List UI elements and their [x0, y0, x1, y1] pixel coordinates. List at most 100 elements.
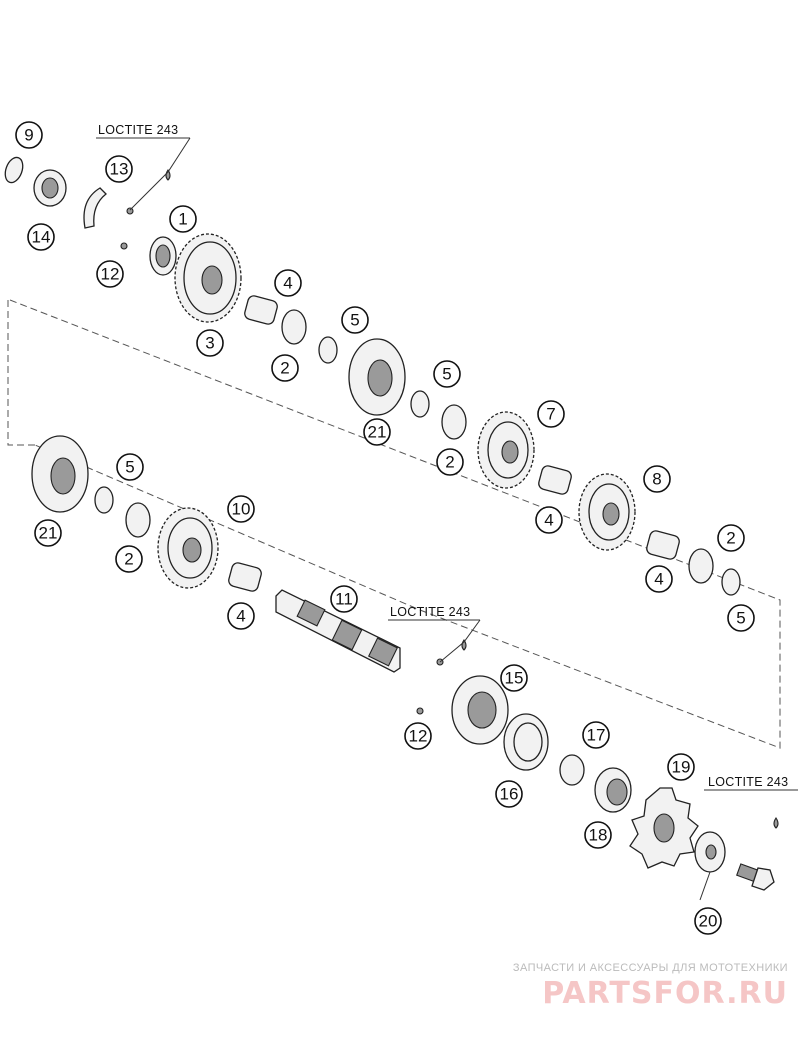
- callout-18[interactable]: 18: [584, 821, 612, 849]
- part-5-circlip-b[interactable]: [410, 390, 430, 418]
- loctite-label: LOCTITE 243: [708, 775, 788, 789]
- callout-12[interactable]: 12: [404, 722, 432, 750]
- part-5-circlip-c[interactable]: [721, 568, 741, 596]
- part-2-washer-d[interactable]: [125, 502, 151, 538]
- callout-11[interactable]: 11: [330, 585, 358, 613]
- part-19-sprocket[interactable]: [629, 787, 699, 869]
- callout-20[interactable]: 20: [694, 907, 722, 935]
- part-bracket[interactable]: [83, 187, 107, 229]
- loctite-label: LOCTITE 243: [98, 123, 178, 137]
- callout-4[interactable]: 4: [274, 269, 302, 297]
- callout-16[interactable]: 16: [495, 780, 523, 808]
- svg-text:5: 5: [350, 311, 359, 330]
- callout-19[interactable]: 19: [667, 753, 695, 781]
- callout-5[interactable]: 5: [433, 360, 461, 388]
- callout-21[interactable]: 21: [363, 418, 391, 446]
- part-14-bearing[interactable]: [33, 169, 67, 207]
- svg-text:21: 21: [39, 524, 58, 543]
- part-1-thrust-washer[interactable]: [149, 236, 177, 276]
- part-20-bolt[interactable]: [736, 863, 775, 891]
- callout-2[interactable]: 2: [436, 448, 464, 476]
- svg-text:5: 5: [442, 365, 451, 384]
- part-8-gear[interactable]: [578, 473, 636, 551]
- svg-text:4: 4: [654, 570, 663, 589]
- callout-4[interactable]: 4: [227, 602, 255, 630]
- callout-12[interactable]: 12: [96, 260, 124, 288]
- callout-9[interactable]: 9: [15, 121, 43, 149]
- svg-text:15: 15: [505, 669, 524, 688]
- part-2-washer-b[interactable]: [441, 404, 467, 440]
- svg-text:1: 1: [178, 210, 187, 229]
- callout-3[interactable]: 3: [196, 329, 224, 357]
- svg-text:9: 9: [24, 126, 33, 145]
- part-17-o-ring[interactable]: [559, 754, 585, 786]
- callout-13[interactable]: 13: [105, 155, 133, 183]
- part-2-washer-c[interactable]: [688, 548, 714, 584]
- svg-text:20: 20: [699, 912, 718, 931]
- svg-text:2: 2: [445, 453, 454, 472]
- svg-text:4: 4: [236, 607, 245, 626]
- part-13-screw[interactable]: [126, 207, 134, 215]
- part-21-shift-dog[interactable]: [348, 338, 406, 416]
- watermark-caption: ЗАПЧАСТИ И АКСЕССУАРЫ ДЛЯ МОТОТЕХНИКИ: [512, 962, 788, 974]
- svg-text:10: 10: [232, 500, 251, 519]
- svg-text:2: 2: [726, 529, 735, 548]
- watermark: ЗАПЧАСТИ И АКСЕССУАРЫ ДЛЯ МОТОТЕХНИКИ PA…: [488, 962, 788, 1011]
- loctite-label: LOCTITE 243: [390, 605, 470, 619]
- callout-2[interactable]: 2: [115, 545, 143, 573]
- callout-17[interactable]: 17: [582, 721, 610, 749]
- svg-text:14: 14: [32, 228, 51, 247]
- svg-text:16: 16: [500, 785, 519, 804]
- callout-5[interactable]: 5: [727, 604, 755, 632]
- part-20-washer[interactable]: [694, 831, 726, 873]
- svg-text:19: 19: [672, 758, 691, 777]
- callout-7[interactable]: 7: [537, 400, 565, 428]
- part-9-snap-ring[interactable]: [2, 155, 26, 185]
- svg-text:4: 4: [544, 511, 553, 530]
- part-21-shift-dog-b[interactable]: [31, 435, 89, 513]
- svg-text:12: 12: [101, 265, 120, 284]
- callout-10[interactable]: 10: [227, 495, 255, 523]
- callout-5[interactable]: 5: [341, 306, 369, 334]
- part-5-circlip-d[interactable]: [94, 486, 114, 514]
- part-18-spacer[interactable]: [594, 767, 632, 813]
- part-4-needle-bearing[interactable]: [243, 295, 278, 326]
- part-4-needle-bearing-b[interactable]: [537, 465, 572, 496]
- part-11-countershaft[interactable]: [275, 589, 401, 673]
- part-16-shaft-seal[interactable]: [503, 713, 549, 771]
- part-15-ball-bearing[interactable]: [451, 675, 509, 745]
- part-12-screw-b[interactable]: [416, 707, 424, 715]
- part-4-needle-bearing-d[interactable]: [227, 562, 262, 593]
- svg-text:8: 8: [652, 470, 661, 489]
- callout-5[interactable]: 5: [116, 453, 144, 481]
- part-10-gear[interactable]: [157, 507, 219, 589]
- part-2-washer[interactable]: [281, 309, 307, 345]
- part-5-circlip[interactable]: [318, 336, 338, 364]
- svg-text:5: 5: [736, 609, 745, 628]
- svg-text:3: 3: [205, 334, 214, 353]
- svg-text:11: 11: [335, 590, 353, 609]
- callout-2[interactable]: 2: [271, 354, 299, 382]
- callout-15[interactable]: 15: [500, 664, 528, 692]
- svg-text:4: 4: [283, 274, 292, 293]
- part-7-gear[interactable]: [477, 411, 535, 489]
- svg-text:5: 5: [125, 458, 134, 477]
- callout-2[interactable]: 2: [717, 524, 745, 552]
- callout-8[interactable]: 8: [643, 465, 671, 493]
- svg-text:7: 7: [546, 405, 555, 424]
- callout-4[interactable]: 4: [645, 565, 673, 593]
- svg-text:18: 18: [589, 826, 608, 845]
- part-3-gear[interactable]: [174, 233, 242, 323]
- watermark-logo: PARTSFOR.RU: [542, 976, 788, 1011]
- svg-text:2: 2: [124, 550, 133, 569]
- part-4-needle-bearing-c[interactable]: [645, 530, 680, 561]
- part-12-screw[interactable]: [120, 242, 128, 250]
- callout-14[interactable]: 14: [27, 223, 55, 251]
- svg-text:13: 13: [110, 160, 129, 179]
- callout-1[interactable]: 1: [169, 205, 197, 233]
- svg-text:17: 17: [587, 726, 606, 745]
- callout-21[interactable]: 21: [34, 519, 62, 547]
- callout-4[interactable]: 4: [535, 506, 563, 534]
